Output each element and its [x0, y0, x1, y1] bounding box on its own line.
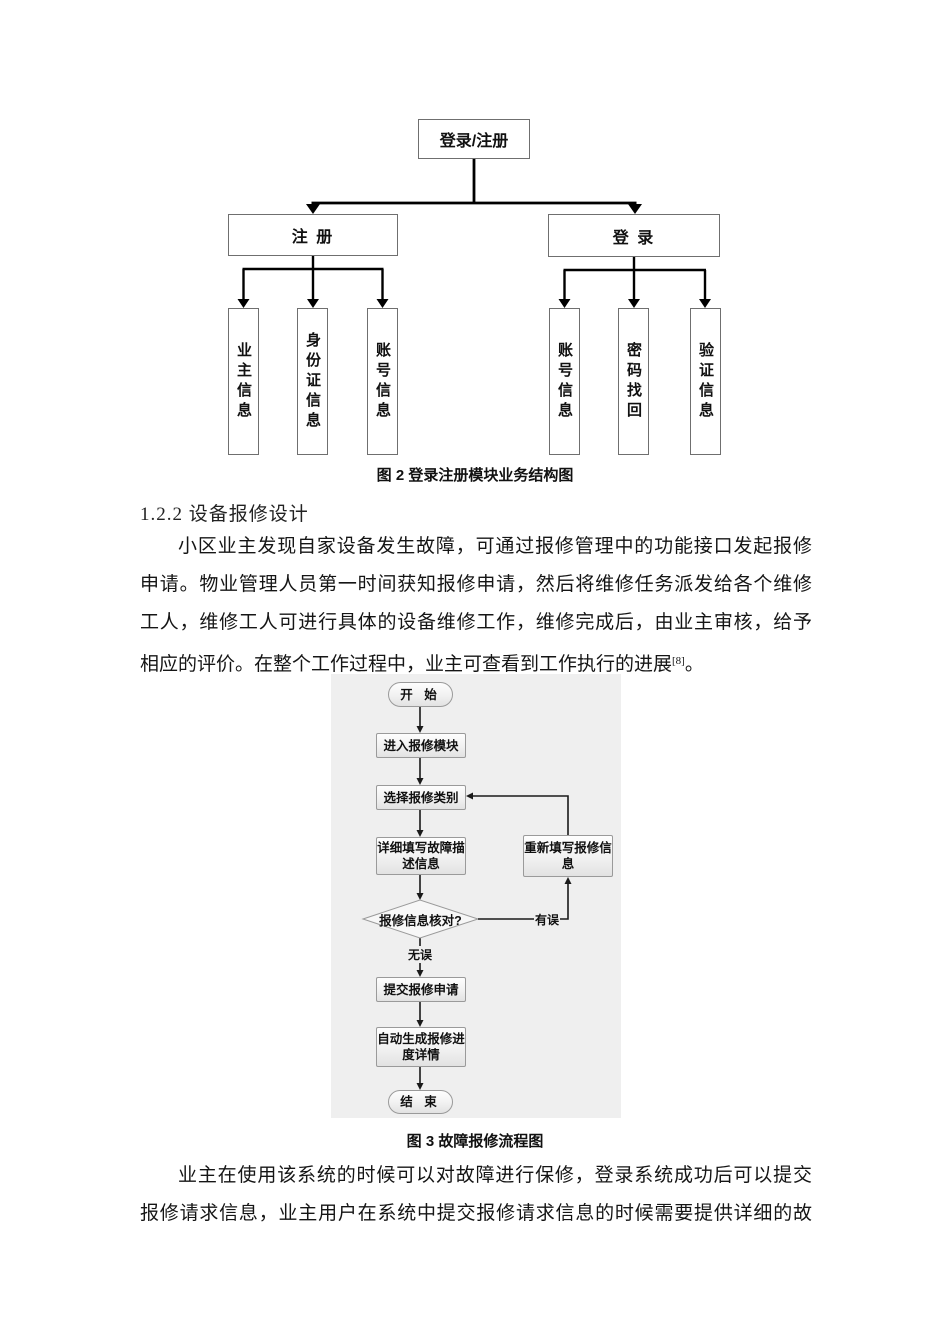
paragraph-text: 相应的评价。在整个工作过程中，业主可查看到工作执行的进展 [140, 654, 673, 675]
fig2-node-login: 登 录 [548, 214, 720, 257]
fig2-node-label: 登录/注册 [439, 133, 509, 150]
figure3-caption: 图 3 故障报修流程图 [406, 1133, 544, 1150]
figure2-caption: 图 2 登录注册模块业务结构图 [376, 467, 574, 484]
flow-refill-info-node: 重新填写报修信息 [523, 835, 613, 877]
paragraph-line: 工人，维修工人可进行具体的设备维修工作，维修完成后，由业主审核，给予 [140, 612, 812, 633]
flow-node-label: 选择报修类别 [383, 790, 459, 805]
paragraph-line: 业主在使用该系统的时候可以对故障进行保修，登录系统成功后可以提交 [178, 1165, 812, 1186]
flow-fill-description-node: 详细填写故障描述信息 [376, 837, 466, 875]
flow-start-node: 开 始 [388, 682, 453, 707]
flow-generate-progress-node: 自动生成报修进度详情 [376, 1027, 466, 1067]
fig2-node-verification-info: 验证信息 [690, 308, 721, 455]
fig3-connector-lines [361, 707, 572, 1090]
flow-node-label: 提交报修申请 [383, 982, 459, 997]
paragraph-line: 申请。物业管理人员第一时间获知报修申请，然后将维修任务派发给各个维修 [140, 574, 812, 595]
flow-enter-module-node: 进入报修模块 [376, 733, 466, 758]
flow-node-label: 报修信息核对? [379, 913, 462, 928]
fig2-node-label: 注 册 [291, 229, 335, 246]
flowchart-panel: 开 始 进入报修模块 选择报修类别 详细填写故障描述信息 重新填写报修信息 报修… [331, 674, 621, 1118]
flow-check-decision-node: 报修信息核对? [363, 900, 478, 938]
fig2-node-register: 注 册 [228, 214, 398, 256]
flow-submit-node: 提交报修申请 [376, 977, 466, 1002]
paragraph-line: 报修请求信息，业主用户在系统中提交报修请求信息的时候需要提供详细的故 [140, 1203, 812, 1224]
fig2-node-account-info-login: 账号信息 [549, 308, 580, 455]
flow-node-label: 开 始 [400, 687, 441, 702]
fig2-node-label: 身份证信息 [304, 331, 321, 432]
paragraph-1: 小区业主发现自家设备发生故障，可通过报修管理中的功能接口发起报修 申请。物业管理… [140, 528, 812, 680]
paragraph-line: 相应的评价。在整个工作过程中，业主可查看到工作执行的进展[8]。 [140, 642, 812, 680]
flow-node-label: 详细填写故障描述信息 [377, 841, 465, 871]
flow-node-label: 自动生成报修进度详情 [377, 1032, 465, 1062]
fig2-node-password-recovery: 密码找回 [618, 308, 649, 455]
fig2-node-account-info-reg: 账号信息 [367, 308, 398, 455]
fig2-connector-lines [237, 159, 711, 308]
section-heading: 1.2.2 设备报修设计 [140, 504, 309, 525]
fig2-node-idcard-info: 身份证信息 [297, 308, 328, 455]
fig2-node-label: 登 录 [612, 229, 656, 247]
flow-select-category-node: 选择报修类别 [376, 785, 466, 810]
paragraph-line: 小区业主发现自家设备发生故障，可通过报修管理中的功能接口发起报修 [178, 536, 812, 557]
fig2-node-label: 账号信息 [374, 341, 391, 422]
paragraph-2: 业主在使用该系统的时候可以对故障进行保修，登录系统成功后可以提交 报修请求信息，… [140, 1157, 812, 1233]
flow-edge-label-no-error: 无误 [407, 946, 434, 963]
citation-ref: [8] [672, 655, 685, 667]
flow-node-label: 进入报修模块 [383, 738, 459, 753]
fig2-node-login-register: 登录/注册 [418, 119, 530, 159]
flow-node-label: 重新填写报修信息 [524, 841, 612, 871]
fig2-node-label: 密码找回 [625, 341, 642, 422]
flow-edge-label-has-error: 有误 [534, 911, 561, 928]
fig2-node-owner-info: 业主信息 [228, 308, 259, 455]
paragraph-text: 。 [684, 654, 704, 675]
flow-end-node: 结 束 [388, 1090, 453, 1114]
fig2-node-label: 账号信息 [556, 341, 573, 422]
fig2-node-label: 业主信息 [235, 341, 252, 422]
flow-node-label: 结 束 [400, 1095, 441, 1109]
fig2-node-label: 验证信息 [697, 341, 714, 422]
